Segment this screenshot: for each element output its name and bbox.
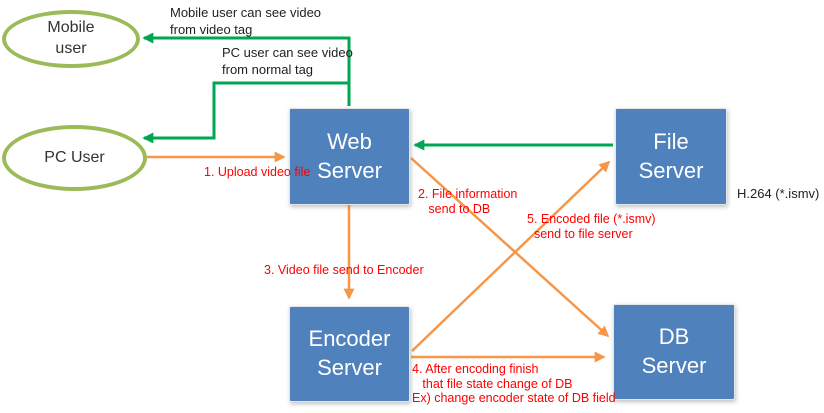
note-pc-normal-tag: PC user can see video from normal tag: [222, 45, 353, 77]
step-2-file-information: 2. File information send to DB: [418, 187, 518, 216]
db-server-label: DB Server: [641, 324, 707, 378]
mobile-user-label: Mobile user: [47, 19, 95, 57]
encoder-server-label: Encoder Server: [308, 326, 391, 380]
note-file-format: H.264 (*.ismv): [737, 186, 820, 201]
web-server-label: Web Server: [317, 128, 382, 183]
box-web-server: Web Server: [289, 108, 410, 205]
step-1-upload-video: 1. Upload video file: [204, 165, 311, 179]
pc-user-label: PC User: [44, 148, 105, 166]
step-5-encoded-file: 5. Encoded file (*.ismv) send to file se…: [527, 212, 656, 241]
note-mobile-video-tag: Mobile user can see video from video tag: [170, 5, 322, 37]
box-encoder-server: Encoder Server: [289, 306, 410, 402]
ellipse-mobile-user: Mobile user: [2, 10, 140, 68]
ellipse-pc-user: PC User: [2, 125, 147, 191]
step-4-after-encoding: 4. After encoding finish that file state…: [412, 362, 616, 406]
box-db-server: DB Server: [613, 304, 735, 400]
arrow-webserver-to-dbserver: [410, 157, 610, 338]
step-3-send-to-encoder: 3. Video file send to Encoder: [264, 263, 424, 277]
box-file-server: File Server: [615, 108, 727, 205]
file-server-label: File Server: [638, 128, 704, 183]
